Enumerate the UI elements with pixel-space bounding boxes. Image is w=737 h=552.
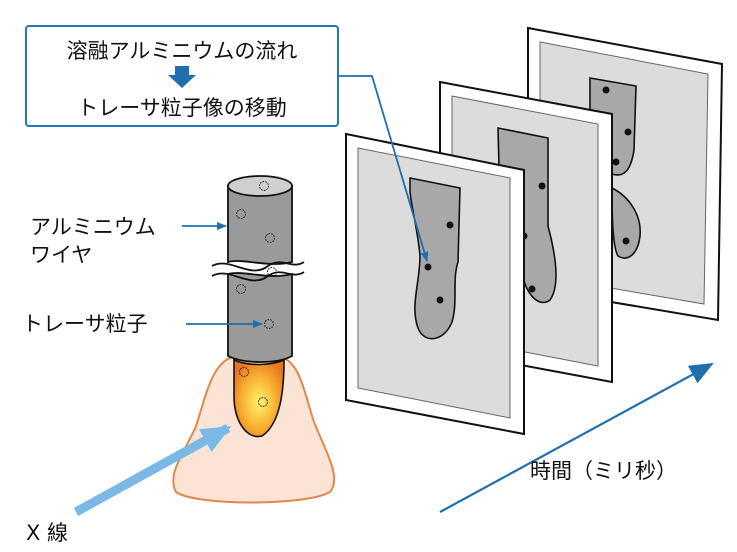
tracer-particle	[239, 367, 249, 377]
tracer-particle	[267, 267, 277, 277]
tracer-particle	[259, 181, 269, 191]
wire-label-line2: ワイヤ	[30, 243, 92, 267]
xray-beam-arrow	[73, 424, 232, 516]
tracer-particle	[622, 237, 630, 245]
xray-label: X 線	[26, 521, 68, 545]
down-arrow-icon	[168, 66, 196, 88]
tracer-particle	[538, 182, 546, 190]
tracer-particle	[258, 397, 268, 407]
tracer-particle	[236, 284, 246, 294]
tracer-label: トレーサ粒子	[22, 312, 148, 336]
wire-break-mark	[211, 261, 305, 272]
time-axis-arrow	[439, 363, 714, 513]
tracer-particle	[236, 209, 246, 219]
molten-droplet	[233, 358, 285, 438]
aluminum-wire	[211, 175, 305, 363]
tracer-particle	[265, 233, 275, 243]
tracer-particle	[602, 86, 610, 94]
tracer-particle	[528, 285, 536, 293]
melt-blob	[409, 177, 461, 340]
tracer-particle	[264, 319, 274, 329]
tracer-particle	[424, 263, 432, 271]
callout-line1: 溶融アルミニウムの流れ	[67, 39, 298, 63]
tracer-particle	[612, 158, 620, 166]
callout-box: 溶融アルミニウムの流れ トレーサ粒子像の移動	[25, 25, 339, 127]
callout-line2: トレーサ粒子像の移動	[77, 96, 287, 120]
tracer-particle	[624, 128, 632, 136]
wire-label-line1: アルミニウム	[30, 215, 156, 239]
time-label: 時間（ミリ秒）	[530, 459, 677, 483]
tracer-particle	[436, 296, 444, 304]
tracer-particle	[446, 221, 454, 229]
xray-frame-1	[345, 132, 525, 436]
callout-leader-arrow	[338, 75, 429, 262]
